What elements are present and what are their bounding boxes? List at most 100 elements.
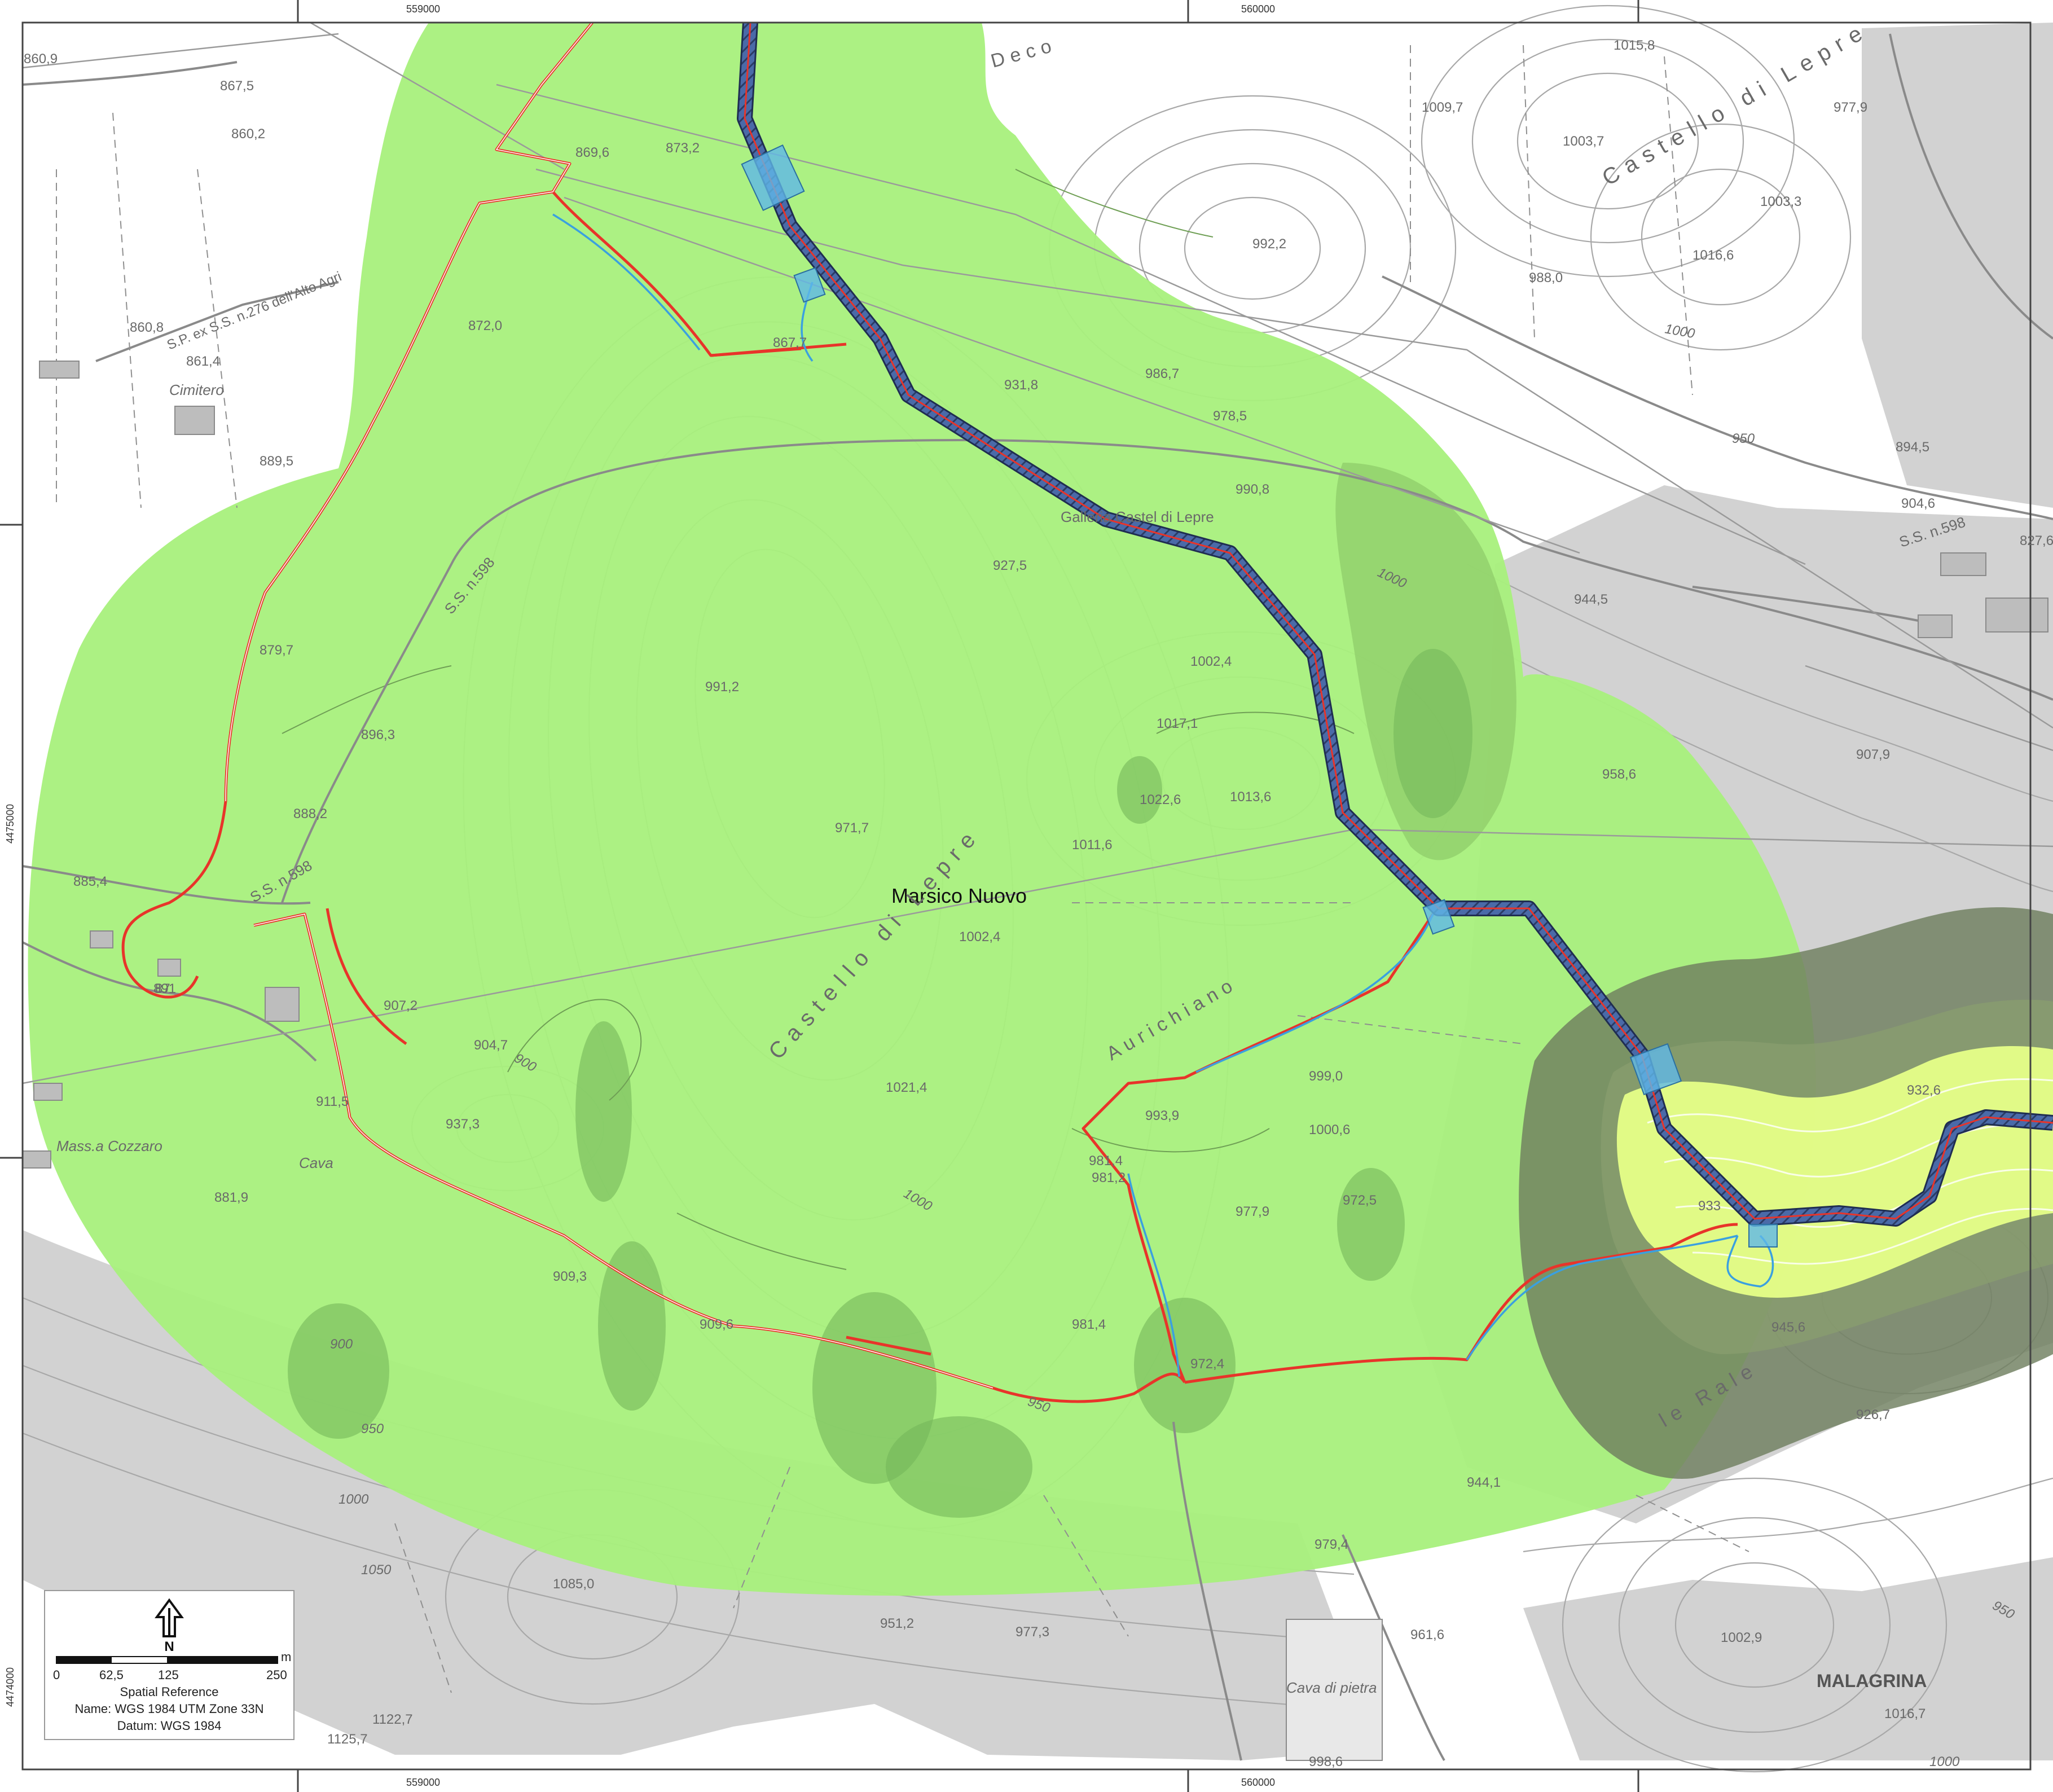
contour-label: 900 — [330, 1337, 353, 1352]
spot-height: 860,8 — [130, 320, 164, 335]
grid-label-x-bottom-2: 560000 — [1241, 1777, 1275, 1788]
scale-unit: m — [281, 1650, 292, 1664]
spot-height: 881,9 — [214, 1190, 248, 1205]
spatial-reference-name: Name: WGS 1984 UTM Zone 33N — [74, 1702, 264, 1716]
spot-height: 945,6 — [1771, 1320, 1805, 1335]
spot-height: 991,2 — [705, 679, 739, 695]
scale-tick-3: 250 — [266, 1668, 287, 1682]
spot-height: 977,9 — [1236, 1204, 1269, 1219]
spot-height: 891 — [153, 981, 176, 996]
spot-height: 981,4 — [1072, 1317, 1106, 1332]
spot-height: 1009,7 — [1422, 100, 1463, 115]
spot-height: 988,0 — [1529, 270, 1563, 286]
spot-height: 904,6 — [1901, 496, 1935, 511]
streams[interactable] — [552, 213, 1774, 1377]
map-legend: N 0 62,5 125 250 m Spatial Reference Nam… — [44, 1590, 294, 1740]
spot-height: 1011,6 — [1072, 837, 1113, 853]
place-label-marsico-nuovo: Marsico Nuovo — [891, 884, 1027, 907]
spot-height: 979,4 — [1315, 1537, 1348, 1552]
spot-height: 894,5 — [1896, 440, 1929, 455]
access-road-casing — [225, 22, 993, 1389]
spot-height: 981,2 — [1092, 1170, 1126, 1185]
spot-height: 1016,7 — [1884, 1706, 1925, 1721]
spot-height: 87 — [155, 981, 170, 996]
spatial-reference-title: Spatial Reference — [120, 1685, 219, 1699]
label-cimitero: Cimitero — [169, 381, 224, 398]
spot-height: 961,6 — [1410, 1627, 1444, 1642]
spot-height: 1015,8 — [1614, 38, 1655, 53]
spot-height: 1017,1 — [1157, 716, 1198, 731]
contour-label: 1000 — [338, 1492, 369, 1507]
spot-height: 867,5 — [220, 78, 254, 94]
spot-height: 1125,7 — [327, 1732, 368, 1747]
spot-height: 981,4 — [1089, 1153, 1123, 1169]
spot-height: 990,8 — [1236, 482, 1269, 497]
spot-height: 932,6 — [1907, 1083, 1941, 1098]
spot-height: 1016,6 — [1692, 248, 1734, 263]
spot-height: 944,5 — [1574, 592, 1608, 607]
pipeline-centerline — [744, 22, 2053, 1220]
label-galleria: Galleria Castel di Lepre — [1061, 508, 1214, 525]
spatial-reference-datum: Datum: WGS 1984 — [117, 1719, 222, 1733]
spot-height: 937,3 — [446, 1117, 480, 1132]
spot-height: 999,0 — [1309, 1069, 1343, 1084]
spot-height: 1021,4 — [886, 1080, 927, 1095]
buffer-contours — [282, 169, 1355, 1270]
spot-height: 1085,0 — [553, 1576, 594, 1592]
scale-tick-2: 125 — [158, 1668, 179, 1682]
spot-height: 926,7 — [1856, 1407, 1890, 1422]
contour-label: 950 — [1732, 431, 1755, 446]
gray-roads — [22, 33, 2053, 1761]
spot-height: 944,1 — [1467, 1475, 1501, 1490]
impact-zone-yellow — [1616, 1046, 2053, 1298]
spot-height: 861,4 — [186, 354, 220, 369]
building-symbols — [22, 361, 2048, 1761]
spot-height: 869,6 — [575, 145, 609, 160]
spot-height: 867,7 — [773, 335, 807, 350]
grid-ticks — [0, 0, 1639, 1792]
spot-height: 1003,3 — [1760, 194, 1801, 209]
spot-height: 909,3 — [553, 1269, 587, 1284]
spot-height: 977,3 — [1015, 1624, 1049, 1640]
spot-height: 885,4 — [73, 874, 107, 889]
spot-height: 888,2 — [293, 806, 327, 822]
spot-height: 907,2 — [384, 998, 417, 1013]
spot-height: 933 — [1698, 1198, 1721, 1214]
spot-height: 972,5 — [1343, 1193, 1377, 1208]
spot-height: 1000,6 — [1309, 1122, 1350, 1137]
spot-height: 978,5 — [1213, 409, 1247, 424]
spot-height: 860,9 — [24, 51, 58, 67]
spot-height: 1002,9 — [1721, 1630, 1762, 1645]
spot-height: 909,6 — [700, 1317, 733, 1332]
spot-height: 1013,6 — [1230, 789, 1271, 805]
scale-bar — [56, 1656, 278, 1664]
spot-height: 1022,6 — [1140, 792, 1181, 807]
spot-height: 927,5 — [993, 558, 1027, 573]
contour-label: 950 — [361, 1421, 384, 1437]
spot-height: 1122,7 — [372, 1712, 413, 1727]
label-cava-di-pietra: Cava di pietra — [1286, 1679, 1377, 1696]
spot-height: 972,4 — [1190, 1356, 1224, 1372]
scale-tick-1: 62,5 — [99, 1668, 124, 1682]
label-cava: Cava — [299, 1154, 333, 1171]
grid-label-x-top-1: 559000 — [406, 3, 440, 15]
spot-height: 1002,4 — [1190, 654, 1232, 669]
spot-height: 911,5 — [316, 1094, 349, 1109]
spot-height: 1002,4 — [959, 929, 1000, 945]
spot-height: 986,7 — [1145, 366, 1179, 381]
contour-label: 1000 — [1929, 1754, 1960, 1769]
north-arrow-icon: N — [155, 1598, 184, 1653]
spot-height: 872,0 — [468, 318, 502, 333]
spot-height: 827,6 — [2020, 533, 2053, 548]
spot-height: 992,2 — [1252, 236, 1286, 252]
spot-heights: 860,9 867,5 860,2 860,8 861,4 889,5 869,… — [24, 38, 2053, 1769]
label-massa-cozzaro: Mass.a Cozzaro — [56, 1137, 162, 1154]
worksite-areas[interactable] — [741, 144, 1778, 1248]
grid-label-y-1: 4475000 — [5, 804, 16, 844]
scale-tick-0: 0 — [53, 1668, 60, 1682]
spot-height: 971,7 — [835, 820, 869, 836]
spot-height: 879,7 — [260, 643, 293, 658]
grid-label-x-top-2: 560000 — [1241, 3, 1275, 15]
spot-height: 998,6 — [1309, 1754, 1343, 1769]
